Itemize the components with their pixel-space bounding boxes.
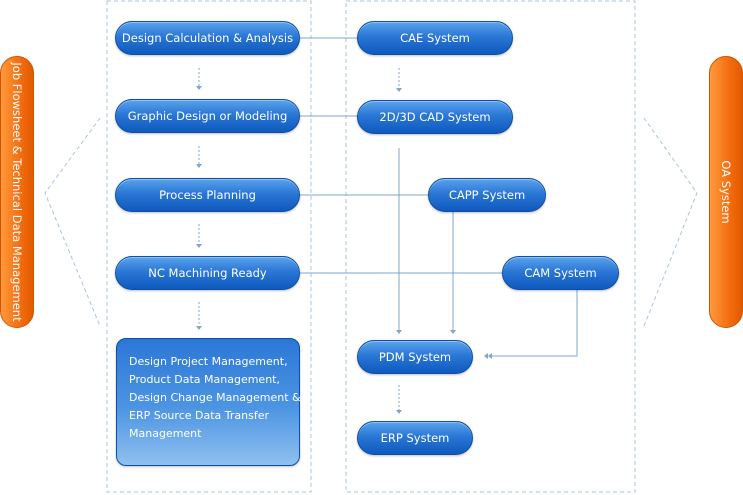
node-cae-system: CAE System: [357, 21, 513, 55]
management-line: Management: [129, 427, 202, 440]
management-line: ERP Source Data Transfer: [129, 409, 269, 422]
node-cam-system: CAM System: [502, 256, 619, 290]
node-design-calculation: Design Calculation & Analysis: [115, 21, 300, 55]
left-arrowheads: [196, 86, 202, 330]
management-line: Design Project Management,: [129, 355, 288, 368]
left-frame: [106, 0, 312, 493]
node-erp-system: ERP System: [357, 421, 473, 455]
node-graphic-design: Graphic Design or Modeling: [115, 99, 300, 133]
management-box: Design Project Management, Product Data …: [116, 338, 301, 466]
left-side-label: Job Flowsheet & Technical Data Managemen…: [0, 56, 34, 328]
right-frame: [345, 0, 636, 493]
node-cad-system: 2D/3D CAD System: [357, 100, 513, 134]
node-capp-system: CAPP System: [428, 178, 546, 212]
right-side-label: OA System: [709, 56, 743, 328]
right-side-text: OA System: [719, 160, 733, 224]
node-nc-machining: NC Machining Ready: [115, 256, 300, 290]
right-bracket: [643, 117, 698, 327]
node-pdm-system: PDM System: [357, 340, 473, 374]
management-line: Design Change Management &: [129, 391, 301, 404]
arrow-cam-pdm: [492, 290, 578, 357]
node-process-planning: Process Planning: [115, 178, 300, 212]
left-side-text: Job Flowsheet & Technical Data Managemen…: [10, 62, 24, 322]
management-line: Product Data Management,: [129, 373, 280, 386]
left-bracket: [44, 117, 101, 327]
